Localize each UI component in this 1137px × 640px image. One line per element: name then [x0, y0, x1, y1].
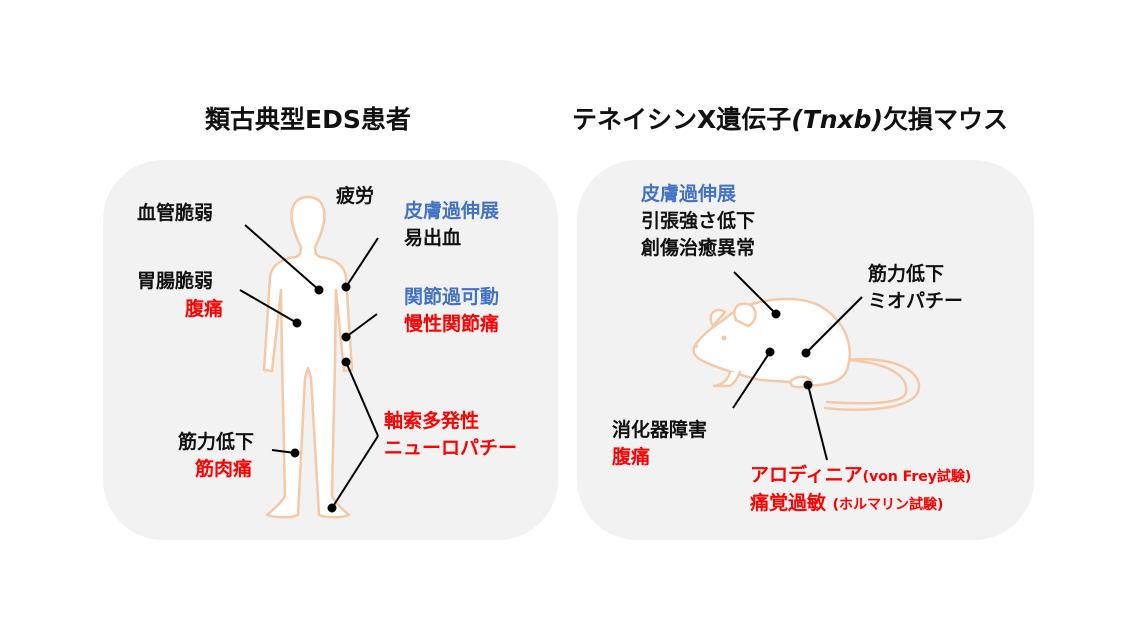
label-allodynia: アロディニア(von Frey試験): [750, 462, 971, 490]
label-mouse-abdominal-pain: 腹痛: [612, 446, 651, 468]
label-gi-fragility: 胃腸脆弱: [137, 270, 214, 292]
label-hyperalgesia-text: 痛覚過敏: [750, 492, 827, 514]
label-mouse-muscle-weakness: 筋力低下: [868, 263, 945, 285]
label-axonal-polyneuropathy-1: 軸索多発性: [384, 410, 480, 432]
label-wound-healing: 創傷治癒異常: [641, 237, 756, 259]
label-easy-bleeding: 易出血: [404, 227, 462, 249]
label-muscle-pain: 筋肉痛: [195, 458, 253, 480]
human-silhouette: [262, 195, 354, 519]
label-axonal-polyneuropathy-2: ニューロパチー: [384, 437, 518, 459]
label-hyperalgesia-test: (ホルマリン試験): [832, 497, 944, 513]
label-allodynia-text: アロディニア: [750, 464, 863, 486]
label-gi-disorder: 消化器障害: [612, 419, 708, 441]
label-vascular-fragility: 血管脆弱: [137, 202, 214, 224]
label-chronic-joint-pain: 慢性関節痛: [404, 313, 500, 335]
right-title-gene: (Tnxb): [791, 105, 884, 134]
mouse-illustration: [692, 297, 921, 411]
right-title: テネイシンX遺伝子(Tnxb)欠損マウス: [572, 100, 1008, 136]
right-title-prefix: テネイシンX遺伝子: [572, 105, 792, 134]
label-abdominal-pain-human: 腹痛: [185, 298, 224, 320]
human-leader-lines: [239, 224, 379, 513]
label-allodynia-test: (von Frey試験): [862, 469, 972, 485]
label-muscle-weakness-human: 筋力低下: [178, 431, 255, 453]
left-title: 類古典型EDS患者: [205, 105, 411, 134]
right-title-suffix: 欠損マウス: [883, 105, 1009, 134]
mouse-leader-lines: [732, 271, 863, 461]
label-mouse-skin-hyperextensibility: 皮膚過伸展: [641, 183, 737, 205]
label-hyperalgesia: 痛覚過敏 (ホルマリン試験): [750, 490, 943, 518]
label-tensile-strength: 引張強さ低下: [641, 210, 756, 232]
label-fatigue: 疲労: [336, 185, 375, 207]
label-joint-hypermobility: 関節過可動: [404, 286, 500, 308]
label-skin-hyperextensibility: 皮膚過伸展: [404, 200, 500, 222]
label-myopathy: ミオパチー: [868, 290, 964, 312]
